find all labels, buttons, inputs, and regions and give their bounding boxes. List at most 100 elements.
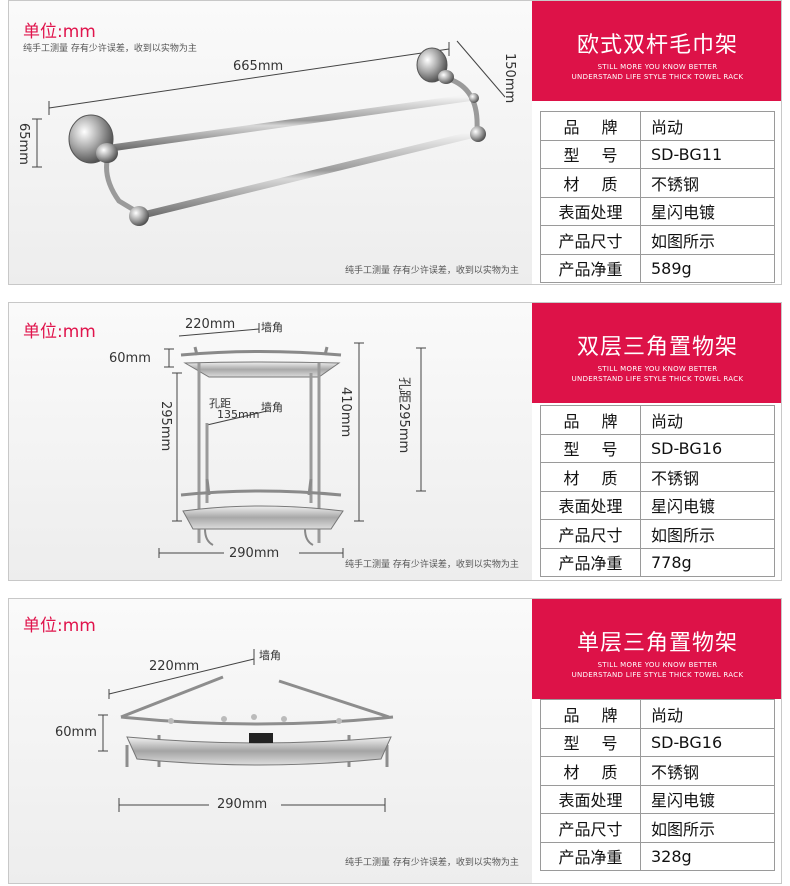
unit-label: 单位:mm bbox=[23, 22, 96, 42]
spec-key: 型号 bbox=[540, 139, 641, 169]
dimension-width: 665mm bbox=[233, 59, 284, 74]
towel-rack-illustration bbox=[32, 40, 506, 226]
product-subtitle: UNDERSTAND LIFE STYLE THICK TOWEL RACK bbox=[571, 375, 744, 383]
product-subtitle: UNDERSTAND LIFE STYLE THICK TOWEL RACK bbox=[571, 73, 744, 81]
spec-row: 产品尺寸如图所示 bbox=[540, 225, 775, 255]
corner-label: 墙角 bbox=[261, 401, 283, 414]
product-info-panel: 双层三角置物架 STILL MORE YOU KNOW BETTER UNDER… bbox=[532, 303, 781, 580]
spec-value: 如图所示 bbox=[640, 519, 775, 549]
dimension-bottom-width: 290mm bbox=[217, 797, 268, 812]
spec-value: 328g bbox=[640, 841, 775, 871]
dimension-bottom-width: 290mm bbox=[229, 546, 280, 561]
spec-value: 如图所示 bbox=[640, 813, 775, 843]
dimension-gap: 295mm bbox=[158, 401, 173, 452]
spec-key: 型号 bbox=[540, 433, 641, 463]
spec-value: 不锈钢 bbox=[640, 462, 775, 492]
spec-key: 表面处理 bbox=[540, 196, 641, 226]
product-title: 单层三角置物架 bbox=[576, 631, 738, 656]
spec-key: 表面处理 bbox=[540, 490, 641, 520]
product-subtitle: STILL MORE YOU KNOW BETTER bbox=[597, 661, 718, 669]
spec-key: 产品尺寸 bbox=[540, 519, 641, 549]
product-subtitle: STILL MORE YOU KNOW BETTER bbox=[597, 63, 718, 71]
dimension-height: 60mm bbox=[55, 725, 97, 740]
spec-row: 产品尺寸如图所示 bbox=[540, 813, 775, 843]
measurement-note: 纯手工测量 存有少许误差，收到以实物为主 bbox=[23, 44, 197, 54]
spec-row: 材质不锈钢 bbox=[540, 168, 775, 198]
spec-key: 材质 bbox=[540, 756, 641, 786]
spec-row: 表面处理星闪电镀 bbox=[540, 490, 775, 520]
product-subtitle: STILL MORE YOU KNOW BETTER bbox=[597, 365, 718, 373]
measurement-note: 纯手工测量 存有少许误差，收到以实物为主 bbox=[345, 858, 519, 868]
product-info-panel: 欧式双杆毛巾架 STILL MORE YOU KNOW BETTER UNDER… bbox=[532, 1, 781, 284]
product-title-banner: 双层三角置物架 STILL MORE YOU KNOW BETTER UNDER… bbox=[532, 303, 781, 403]
hole-spacing-label: 孔距 bbox=[209, 397, 231, 410]
spec-row: 材质不锈钢 bbox=[540, 462, 775, 492]
product-title-banner: 欧式双杆毛巾架 STILL MORE YOU KNOW BETTER UNDER… bbox=[532, 1, 781, 101]
spec-value: SD-BG11 bbox=[640, 139, 775, 169]
product-title-banner: 单层三角置物架 STILL MORE YOU KNOW BETTER UNDER… bbox=[532, 599, 781, 699]
spec-value: 不锈钢 bbox=[640, 756, 775, 786]
product-drawing-panel: 单位:mm bbox=[9, 303, 532, 580]
product-drawing-panel: 单位:mm bbox=[9, 599, 532, 883]
spec-value: 778g bbox=[640, 547, 775, 577]
spec-key: 产品尺寸 bbox=[540, 225, 641, 255]
spec-value: 尚动 bbox=[640, 111, 775, 141]
corner-label: 墙角 bbox=[261, 321, 283, 334]
product-info-panel: 单层三角置物架 STILL MORE YOU KNOW BETTER UNDER… bbox=[532, 599, 781, 883]
spec-value: SD-BG16 bbox=[640, 433, 775, 463]
spec-row: 品牌尚动 bbox=[540, 111, 775, 141]
spec-value: 如图所示 bbox=[640, 225, 775, 255]
spec-key: 表面处理 bbox=[540, 784, 641, 814]
spec-row: 品牌尚动 bbox=[540, 699, 775, 729]
single-shelf-illustration bbox=[98, 649, 394, 812]
dimension-total-height: 410mm bbox=[338, 387, 353, 438]
spec-value: SD-BG16 bbox=[640, 727, 775, 757]
spec-row: 表面处理星闪电镀 bbox=[540, 784, 775, 814]
hole-spacing-value: 135mm bbox=[217, 408, 260, 421]
spec-row: 产品尺寸如图所示 bbox=[540, 519, 775, 549]
product-title: 双层三角置物架 bbox=[576, 335, 738, 360]
dimension-height: 65mm bbox=[16, 123, 31, 165]
product-subtitle: UNDERSTAND LIFE STYLE THICK TOWEL RACK bbox=[571, 671, 744, 679]
product-drawing-panel: 单位:mm 纯手工测量 存有少许误差，收到以实物为主 bbox=[9, 1, 532, 284]
spec-key: 材质 bbox=[540, 168, 641, 198]
spec-value: 尚动 bbox=[640, 699, 775, 729]
spec-key: 品牌 bbox=[540, 699, 641, 729]
spec-key: 产品尺寸 bbox=[540, 813, 641, 843]
dimension-tier-height: 60mm bbox=[109, 351, 151, 366]
dimension-top-width: 220mm bbox=[149, 659, 200, 674]
dimension-depth: 150mm bbox=[502, 53, 517, 104]
dimension-hole-spacing: 孔距295mm bbox=[396, 377, 411, 454]
measurement-note: 纯手工测量 存有少许误差，收到以实物为主 bbox=[345, 560, 519, 570]
spec-key: 产品净重 bbox=[540, 547, 641, 577]
spec-value: 尚动 bbox=[640, 405, 775, 435]
spec-value: 星闪电镀 bbox=[640, 490, 775, 520]
unit-label: 单位:mm bbox=[23, 322, 96, 342]
product-card-towel-rack: 单位:mm 纯手工测量 存有少许误差，收到以实物为主 bbox=[8, 0, 782, 285]
spec-value: 不锈钢 bbox=[640, 168, 775, 198]
product-card-single-corner-shelf: 单位:mm bbox=[8, 598, 782, 884]
spec-key: 品牌 bbox=[540, 405, 641, 435]
product-title: 欧式双杆毛巾架 bbox=[576, 33, 738, 58]
spec-row: 材质不锈钢 bbox=[540, 756, 775, 786]
spec-row: 表面处理星闪电镀 bbox=[540, 196, 775, 226]
spec-key: 产品净重 bbox=[540, 253, 641, 283]
spec-key: 产品净重 bbox=[540, 841, 641, 871]
dimension-top-width: 220mm bbox=[185, 317, 236, 332]
double-shelf-illustration bbox=[158, 323, 426, 558]
spec-row: 品牌尚动 bbox=[540, 405, 775, 435]
product-card-double-corner-shelf: 单位:mm bbox=[8, 302, 782, 581]
spec-key: 型号 bbox=[540, 727, 641, 757]
spec-key: 材质 bbox=[540, 462, 641, 492]
spec-value: 星闪电镀 bbox=[640, 196, 775, 226]
spec-key: 品牌 bbox=[540, 111, 641, 141]
corner-label: 墙角 bbox=[259, 649, 281, 662]
spec-value: 星闪电镀 bbox=[640, 784, 775, 814]
